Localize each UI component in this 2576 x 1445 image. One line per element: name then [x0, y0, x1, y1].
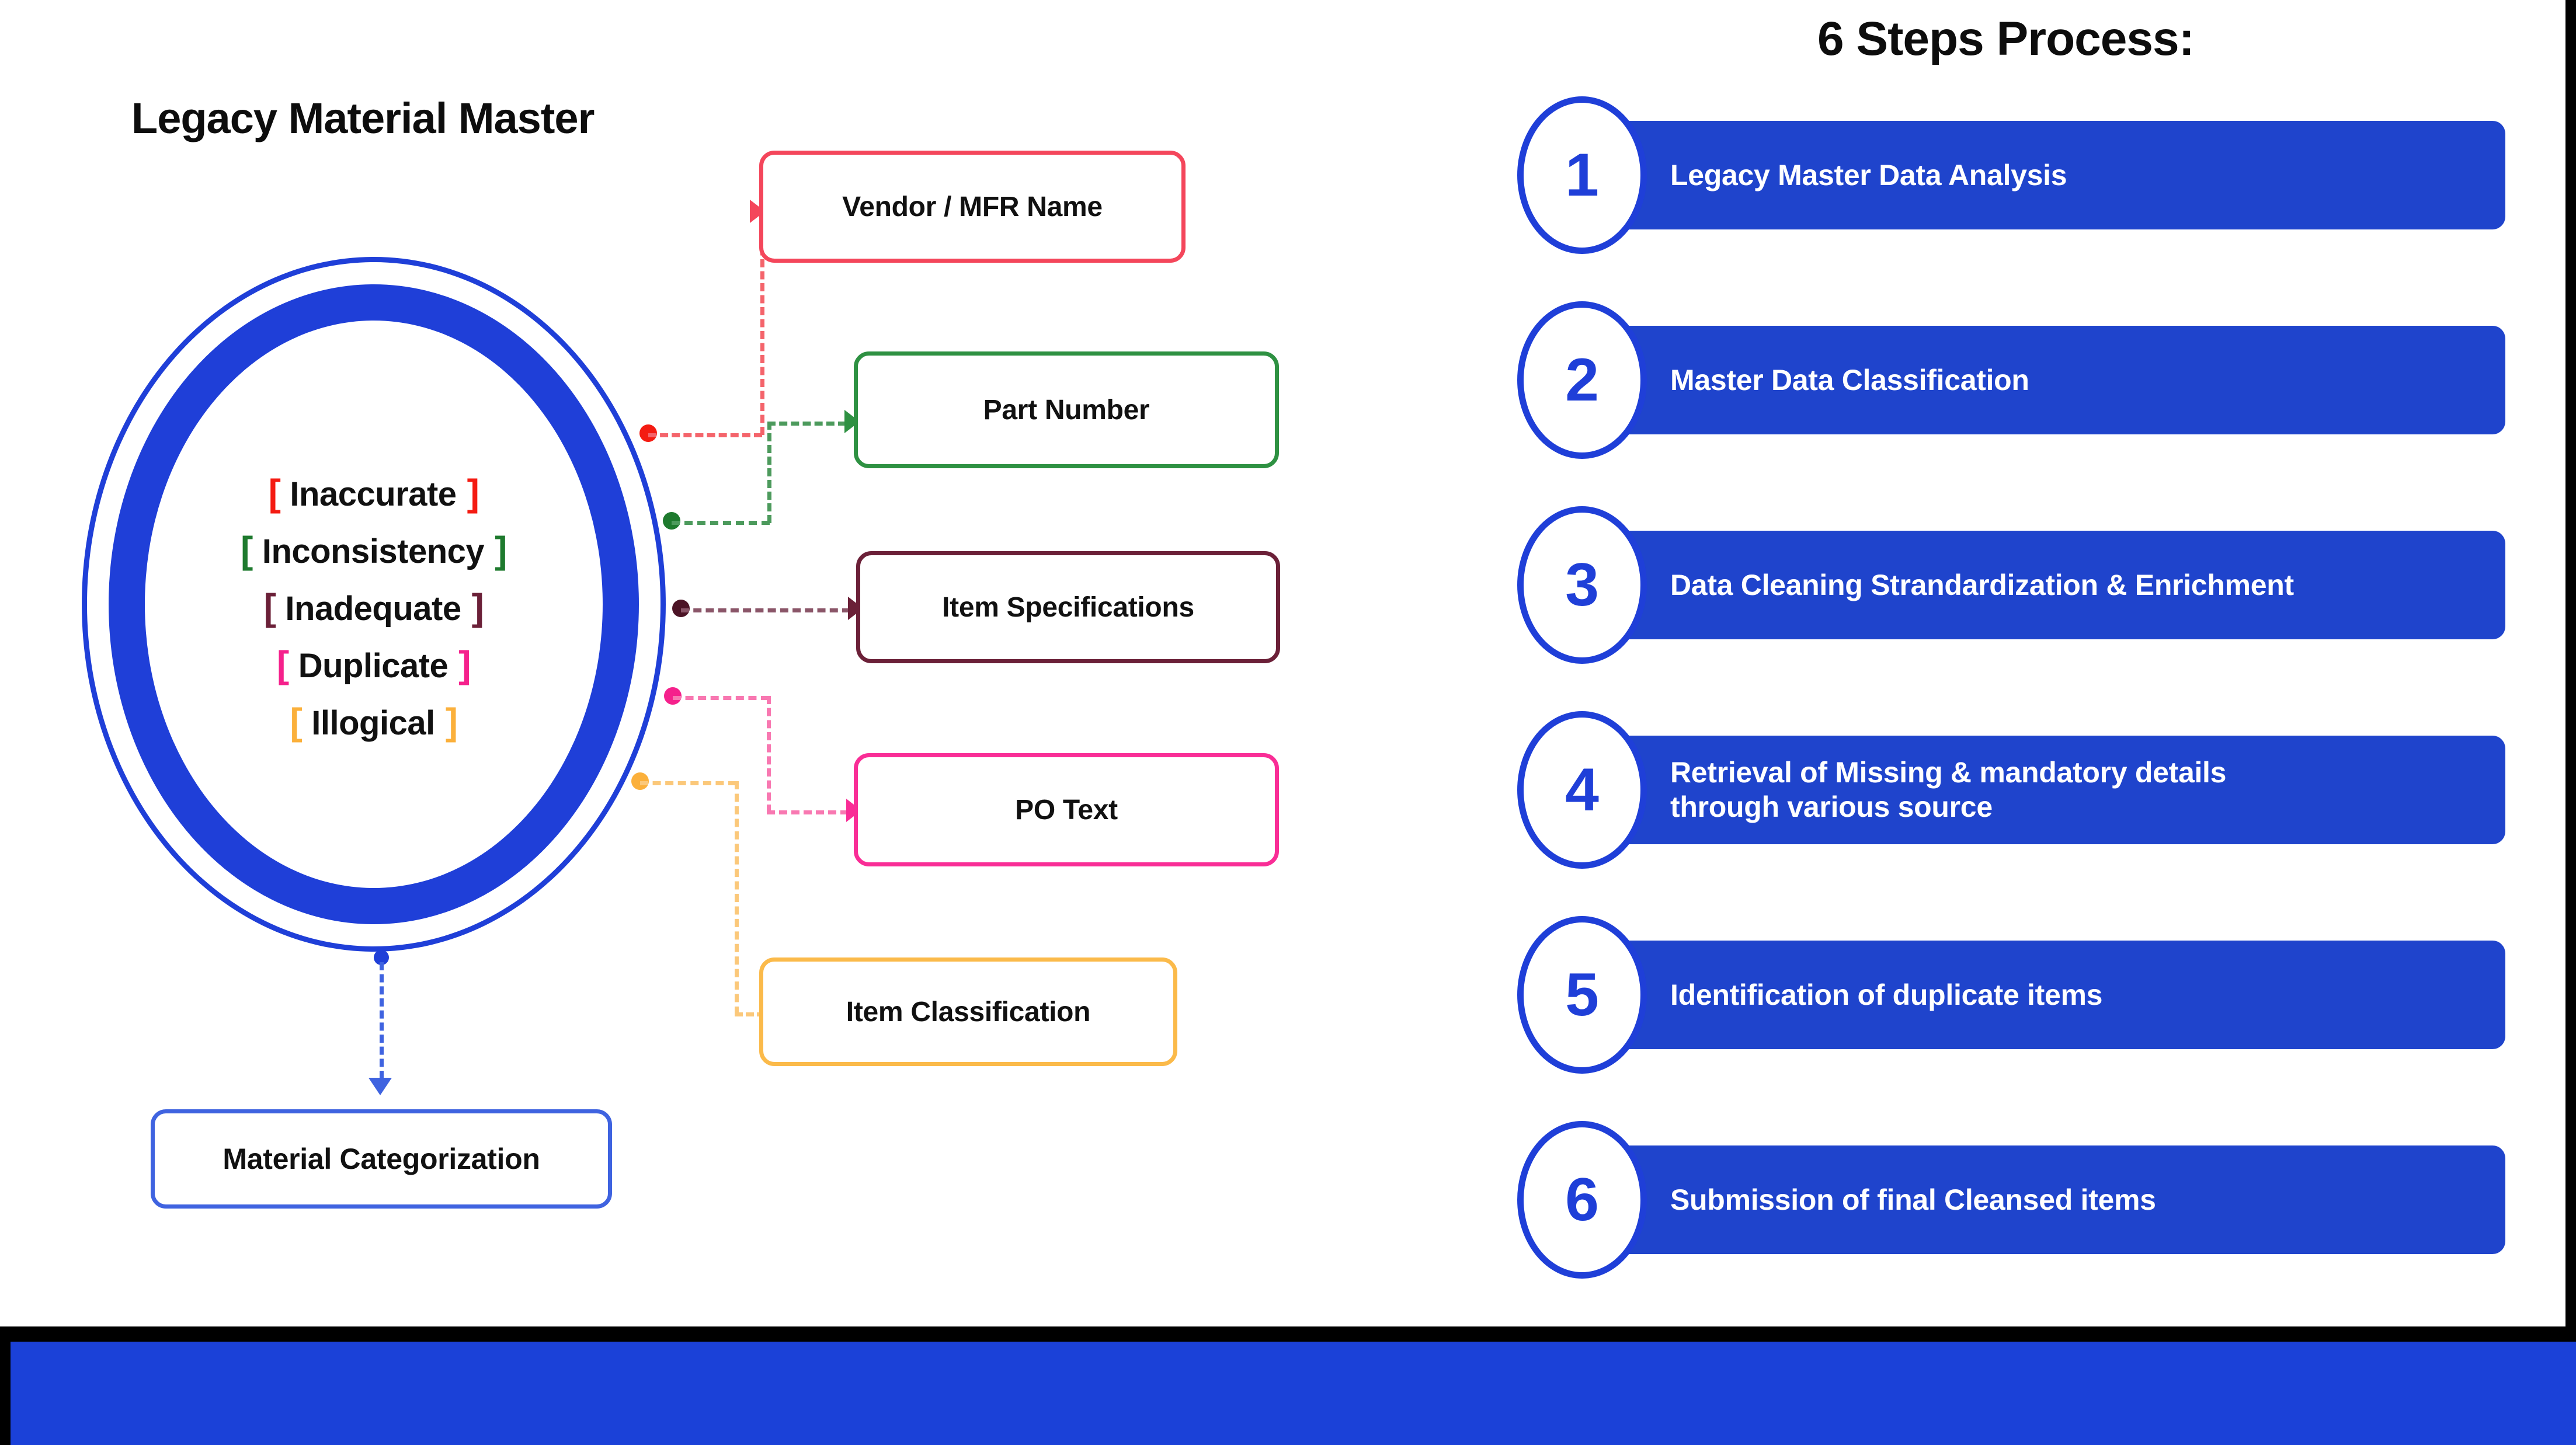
- step-bar-6[interactable]: Submission of final Cleansed items: [1553, 1145, 2505, 1254]
- step-label-6: Submission of final Cleansed items: [1670, 1183, 2156, 1216]
- defect-item-inaccurate: [ Inaccurate ]: [259, 471, 489, 514]
- step-row-3[interactable]: Data Cleaning Strandardization & Enrichm…: [1448, 506, 2576, 664]
- six-steps-process-title: 6 Steps Process:: [1817, 12, 2195, 65]
- defect-item-illogical: [ Illogical ]: [280, 700, 467, 743]
- bottom-blue-band: [11, 1342, 2576, 1445]
- connector-line-part-h2: [767, 422, 846, 426]
- step-row-5[interactable]: Identification of duplicate items 5: [1448, 916, 2576, 1074]
- step-number-circle-5: 5: [1517, 916, 1647, 1074]
- callout-po-text[interactable]: PO Text: [854, 753, 1279, 866]
- six-steps-process-panel: 6 Steps Process: Legacy Master Data Anal…: [1448, 0, 2576, 1325]
- defect-item-inadequate: [ Inadequate ]: [255, 586, 493, 629]
- connector-line-class-h1: [640, 781, 736, 785]
- defect-label: Inaccurate: [290, 475, 457, 513]
- connector-line-vendor-h1: [648, 433, 762, 437]
- connector-line-po-v: [767, 696, 771, 813]
- connector-line-class-v: [735, 781, 739, 1015]
- defect-label: Inconsistency: [262, 532, 485, 570]
- step-label-5: Identification of duplicate items: [1670, 978, 2103, 1011]
- connector-line-vendor-v: [760, 211, 764, 435]
- bracket-close-icon: ]: [458, 643, 471, 685]
- defect-item-inconsistency: [ Inconsistency ]: [231, 528, 516, 572]
- step-number-circle-3: 3: [1517, 506, 1647, 664]
- defect-item-duplicate: [ Duplicate ]: [267, 643, 480, 686]
- callout-item-specifications[interactable]: Item Specifications: [856, 551, 1280, 663]
- connector-line-part-h1: [672, 521, 770, 525]
- connector-arrow-material-cat: [369, 1078, 392, 1095]
- callout-vendor-mfr-name[interactable]: Vendor / MFR Name: [759, 151, 1186, 263]
- bracket-close-icon: ]: [467, 472, 479, 514]
- step-row-4[interactable]: Retrieval of Missing & mandatory details…: [1448, 711, 2576, 869]
- bottom-black-strip: [0, 1326, 2576, 1342]
- step-number-circle-1: 1: [1517, 96, 1647, 254]
- connector-line-po-h2: [767, 810, 849, 814]
- bracket-open-icon: [: [268, 472, 281, 514]
- step-row-6[interactable]: Submission of final Cleansed items 6: [1448, 1121, 2576, 1279]
- step-label-2: Master Data Classification: [1670, 363, 2029, 396]
- step-row-2[interactable]: Master Data Classification 2: [1448, 301, 2576, 459]
- step-bar-5[interactable]: Identification of duplicate items: [1553, 941, 2505, 1049]
- bracket-open-icon: [: [276, 643, 289, 685]
- connector-line-part-v: [767, 422, 771, 523]
- defect-label: Duplicate: [298, 647, 449, 685]
- step-label-3: Data Cleaning Strandardization & Enrichm…: [1670, 568, 2294, 601]
- defect-list: [ Inaccurate ] [ Inconsistency ] [ Inade…: [175, 385, 572, 829]
- callout-item-classification[interactable]: Item Classification: [759, 957, 1177, 1066]
- step-bar-3[interactable]: Data Cleaning Strandardization & Enrichm…: [1553, 531, 2505, 639]
- bracket-open-icon: [: [263, 586, 276, 628]
- step-label-1: Legacy Master Data Analysis: [1670, 158, 2067, 191]
- connector-line-item-spec-h: [681, 608, 850, 612]
- step-number-circle-6: 6: [1517, 1121, 1647, 1279]
- connector-line-po-h1: [673, 696, 769, 700]
- step-number-circle-4: 4: [1517, 711, 1647, 869]
- step-row-1[interactable]: Legacy Master Data Analysis 1: [1448, 96, 2576, 254]
- bracket-close-icon: ]: [495, 529, 507, 571]
- step-bar-2[interactable]: Master Data Classification: [1553, 326, 2505, 434]
- legacy-material-master-panel: Legacy Material Master [ Inaccurate ] [ …: [82, 94, 1280, 1209]
- bottom-left-strip: [0, 1342, 11, 1445]
- step-bar-4[interactable]: Retrieval of Missing & mandatory details…: [1553, 736, 2505, 844]
- connector-line-material-cat-v: [380, 962, 384, 1079]
- defect-label: Illogical: [311, 704, 435, 742]
- defect-label: Inadequate: [285, 590, 461, 628]
- step-number-circle-2: 2: [1517, 301, 1647, 459]
- step-bar-1[interactable]: Legacy Master Data Analysis: [1553, 121, 2505, 229]
- callout-part-number[interactable]: Part Number: [854, 351, 1279, 468]
- bracket-close-icon: ]: [445, 701, 458, 743]
- callout-material-categorization[interactable]: Material Categorization: [151, 1109, 612, 1209]
- legacy-material-master-title: Legacy Material Master: [131, 94, 595, 142]
- bracket-open-icon: [: [290, 701, 303, 743]
- right-edge-strip: [2565, 0, 2576, 1326]
- bracket-close-icon: ]: [471, 586, 484, 628]
- bracket-open-icon: [: [241, 529, 253, 571]
- step-label-4: Retrieval of Missing & mandatory details…: [1670, 756, 2227, 823]
